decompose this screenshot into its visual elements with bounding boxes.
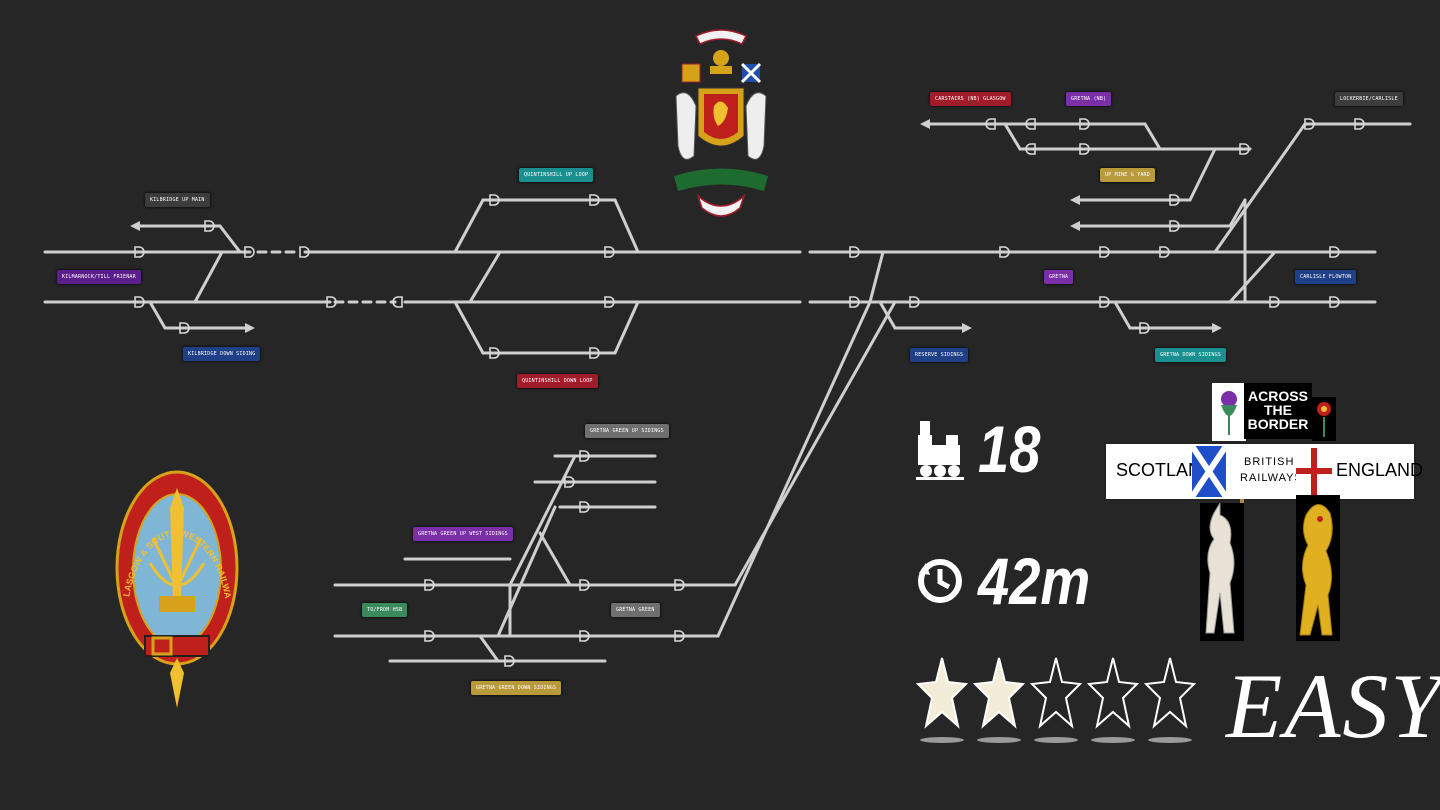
label-green-up-west: GRETNA GREEN UP WEST SIDINGS <box>413 527 513 541</box>
label-carlisle: CARLISLE FLOWTON <box>1295 270 1357 284</box>
label-to-from-hsb: TO/FROM HSB <box>362 603 408 617</box>
label-gretna-green: GRETNA GREEN <box>611 603 660 617</box>
label-green-down-sidings: GRETNA GREEN DOWN SIDINGS <box>471 681 562 695</box>
steam-locomotive-icon <box>916 421 964 480</box>
label-kilbride-up-main: KILBRIDGE UP MAIN <box>145 193 210 207</box>
star-filled-icon <box>916 657 968 743</box>
train-count: 18 <box>978 412 1041 486</box>
sign-england: ENGLAND <box>1336 460 1424 480</box>
label-up-loop: QUINTINSHILL UP LOOP <box>519 168 594 182</box>
sign-the: THE <box>1264 402 1292 418</box>
gswr-badge: GLASGOW & SOUTH WESTERN RAILWAY <box>115 468 239 708</box>
label-up-mine: UP MINE & YARD <box>1100 168 1155 182</box>
clock-icon <box>918 559 962 603</box>
label-kilbride-down-sidings: KILBRIDGE DOWN SIDING <box>183 347 261 361</box>
label-green-up-sidings: GRETNA GREEN UP SIDINGS <box>585 424 669 438</box>
label-gretna: GRETNA <box>1044 270 1074 284</box>
saltire-flag <box>1192 446 1226 497</box>
sign-scotland: SCOTLAND <box>1116 460 1215 480</box>
label-down-loop: QUINTINSHILL DOWN LOOP <box>517 374 598 388</box>
sign-border: BORDER <box>1247 416 1309 432</box>
duration-value: 42m <box>978 544 1091 618</box>
star-filled-icon <box>973 657 1025 743</box>
duration-stat: 42m <box>916 548 1110 614</box>
sign-across: ACROSS <box>1248 388 1308 404</box>
rose-icon <box>1312 397 1336 441</box>
sign-main-board: SCOTLAND BRITISH RAILWAYS ENGLAND <box>1104 442 1423 501</box>
unicorn-icon <box>1200 503 1244 641</box>
star-empty-icon <box>1144 657 1196 743</box>
label-carstairs: CARSTAIRS (NB) GLASGOW <box>930 92 1011 106</box>
sign-railways: RAILWAYS <box>1240 472 1303 484</box>
lion-icon <box>1296 495 1340 641</box>
label-gretna-nb: GRETNA (NB) <box>1066 92 1112 106</box>
difficulty-label: EASY <box>1226 655 1440 757</box>
label-lockerbie: LOCKERBIE/CARLISLE <box>1335 92 1403 106</box>
star-empty-icon <box>1030 657 1082 743</box>
label-reserve-sidings: RESERVE SIDINGS <box>910 348 969 362</box>
train-count-stat: 18 <box>916 416 1051 482</box>
label-down-sidings-east: GRETNA DOWN SIDINGS <box>1155 348 1226 362</box>
star-empty-icon <box>1087 657 1139 743</box>
sign-british: BRITISH <box>1244 456 1295 468</box>
label-kilmarnock: KILMARNOCK/TILL FRIENAR <box>57 270 141 284</box>
across-the-border-panel: ACROSS THE BORDER <box>1244 383 1312 439</box>
st-george-cross <box>1296 448 1332 495</box>
thistle-icon <box>1212 383 1246 441</box>
across-the-border-sign: ACROSS THE BORDER SCOTLAND BRITISH RAILW… <box>1104 383 1423 643</box>
royal-arms-emblem <box>674 29 768 217</box>
